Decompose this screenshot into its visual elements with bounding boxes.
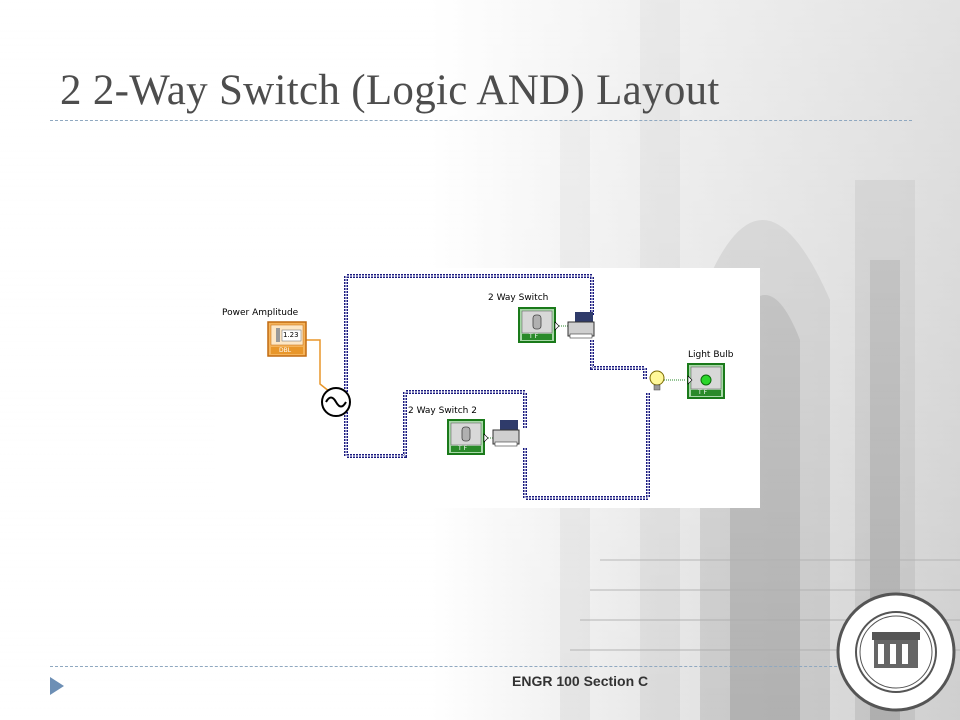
- university-seal-icon: [836, 592, 956, 712]
- title-divider: [50, 120, 912, 121]
- power-amplitude-type-tag: DBL: [279, 347, 292, 354]
- switch2-control[interactable]: [447, 419, 489, 455]
- diagram-canvas: [215, 268, 760, 508]
- light-bulb-label: Light Bulb: [688, 350, 734, 360]
- switch2-label: 2 Way Switch 2: [408, 406, 477, 416]
- power-amplitude-label: Power Amplitude: [222, 308, 299, 318]
- light-bulb-icon: [649, 370, 665, 391]
- switch1-printer-icon: [567, 312, 595, 339]
- switch1-control[interactable]: [518, 307, 560, 343]
- amplitude-wire: [306, 339, 331, 393]
- power-amplitude-control[interactable]: [267, 321, 307, 357]
- slide-title: 2 2-Way Switch (Logic AND) Layout: [60, 67, 720, 114]
- power-amplitude-value: 1.23: [283, 331, 299, 339]
- footer-text: ENGR 100 Section C: [512, 673, 649, 689]
- light-bulb-indicator[interactable]: [687, 363, 725, 399]
- switch2-tf-tag: T F: [458, 445, 468, 452]
- ac-source-icon[interactable]: [321, 387, 351, 417]
- switch2-printer-icon: [492, 420, 520, 447]
- switch1-label: 2 Way Switch: [488, 293, 549, 303]
- switch1-tf-tag: T F: [529, 333, 539, 340]
- light-bulb-tf-tag: T F: [698, 389, 708, 396]
- footer-divider: [50, 666, 912, 667]
- footer-triangle-icon: [50, 677, 64, 695]
